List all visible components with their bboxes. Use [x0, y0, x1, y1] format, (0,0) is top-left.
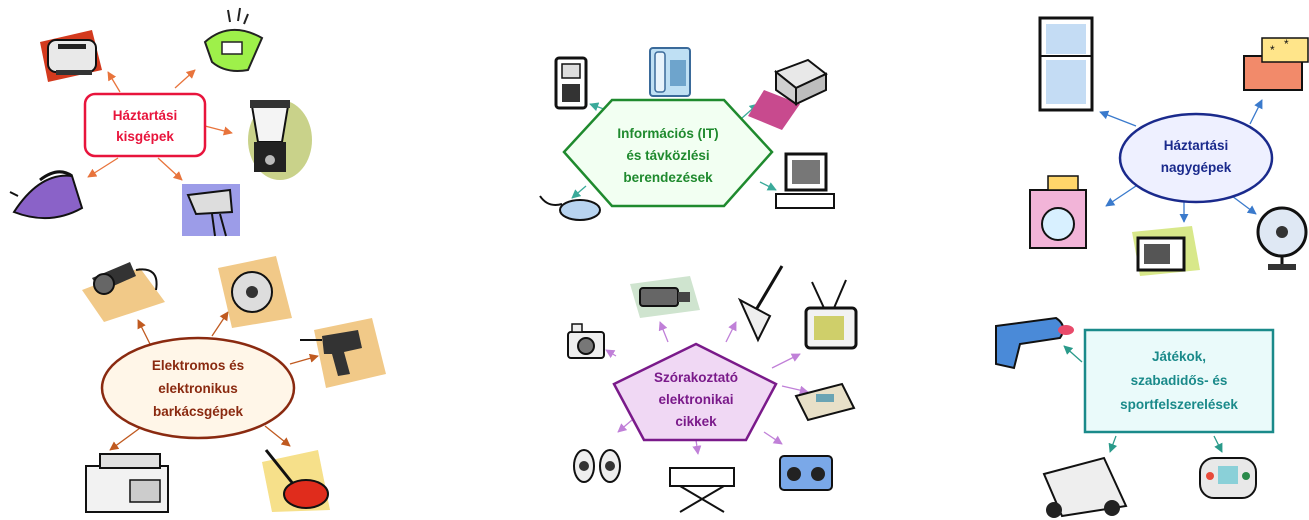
hand-mixer-icon	[182, 184, 240, 237]
printer-icon	[748, 58, 828, 130]
circular-saw-icon	[218, 256, 292, 328]
entertainment-title-line-3: cikkek	[675, 414, 717, 429]
diy-tools-arrows	[109, 311, 319, 451]
it-telecom-hexagon	[562, 98, 774, 208]
toys-sports-node: Játékok, szabadidős- és sportfelszerelés…	[1083, 328, 1275, 434]
blender-icon	[248, 100, 312, 180]
washing-machine-icon	[1029, 175, 1087, 249]
keyboard-synth-icon	[669, 467, 735, 513]
speakers-icon	[573, 449, 621, 483]
boombox-icon	[779, 455, 833, 491]
video-camera-icon	[630, 276, 700, 318]
group-entertainment: Szórakoztató elektronikai cikkek	[567, 265, 858, 513]
svg-text:*: *	[1284, 37, 1289, 51]
toys-sports-box	[1083, 328, 1275, 434]
group-it-telecom: Információs (IT) és távközlési berendezé…	[539, 47, 835, 221]
toys-sports-title-line-2: szabadidős- és	[1131, 373, 1228, 388]
kitchen-scale-icon	[203, 7, 264, 72]
sewing-machine-icon	[85, 453, 169, 513]
household-large-title-line-1: Háztartási	[1164, 138, 1229, 153]
household-small-title-line-2: kisgépek	[116, 129, 174, 144]
group-diy-tools: Elektromos és elektronikus barkácsgépek	[82, 256, 386, 513]
electric-guitar-icon	[737, 265, 784, 343]
lawn-mower-icon	[262, 449, 330, 512]
toys-sports-title-line-1: Játékok,	[1152, 349, 1206, 364]
diy-tools-title-line-2: elektronikus	[158, 381, 238, 396]
rc-car-icon	[1042, 456, 1128, 518]
power-drill-icon	[300, 318, 386, 388]
group-toys-sports: Játékok, szabadidős- és sportfelszerelés…	[995, 316, 1275, 518]
desk-phone-icon	[649, 47, 691, 97]
angle-grinder-icon	[82, 262, 165, 322]
photo-camera-icon	[567, 323, 605, 359]
household-large-node: Háztartási nagygépek	[1118, 112, 1274, 204]
computer-mouse-icon	[539, 195, 601, 221]
group-household-large: Háztartási nagygépek * *	[1029, 16, 1309, 276]
svg-text:*: *	[1270, 43, 1275, 57]
household-large-title-line-2: nagygépek	[1161, 160, 1232, 175]
diy-tools-title-line-3: barkácsgépek	[153, 404, 244, 419]
toaster-icon	[40, 30, 102, 82]
entertainment-node: Szórakoztató elektronikai cikkek	[612, 342, 778, 442]
entertainment-arrows	[605, 321, 809, 455]
it-telecom-title-line-2: és távközlési	[626, 148, 709, 163]
computer-monitor-icon	[775, 152, 835, 209]
diy-tools-ellipse	[100, 336, 296, 440]
entertainment-title-line-1: Szórakoztató	[654, 370, 738, 385]
household-small-box	[83, 92, 207, 158]
refrigerator-icon	[1038, 16, 1094, 112]
microwave-icon	[1132, 226, 1200, 276]
household-large-arrows	[1099, 99, 1263, 223]
group-household-small: Háztartási kisgépek	[9, 7, 312, 237]
household-large-ellipse	[1118, 112, 1274, 204]
diy-tools-title-line-1: Elektromos és	[152, 358, 244, 373]
freezer-chest-icon: * *	[1243, 37, 1309, 91]
calculator-icon	[794, 382, 856, 422]
household-small-node: Háztartási kisgépek	[83, 92, 207, 158]
iron-icon	[9, 170, 84, 220]
it-telecom-node: Információs (IT) és távközlési berendezé…	[562, 98, 774, 208]
toys-sports-arrows	[1063, 345, 1223, 453]
entertainment-title-line-2: elektronikai	[658, 392, 733, 407]
household-small-arrows	[87, 69, 233, 181]
household-small-title-line-1: Háztartási	[113, 108, 178, 123]
entertainment-pentagon	[612, 342, 778, 442]
it-telecom-title-line-3: berendezések	[623, 170, 713, 185]
television-icon	[804, 279, 858, 350]
handheld-game-icon	[1199, 457, 1257, 499]
toy-ray-gun-icon	[995, 316, 1074, 370]
toys-sports-title-line-3: sportfelszerelések	[1120, 397, 1238, 412]
electric-fan-icon	[1256, 206, 1308, 270]
diy-tools-node: Elektromos és elektronikus barkácsgépek	[100, 336, 296, 440]
it-telecom-title-line-1: Információs (IT)	[617, 126, 718, 141]
pda-icon	[554, 56, 588, 110]
